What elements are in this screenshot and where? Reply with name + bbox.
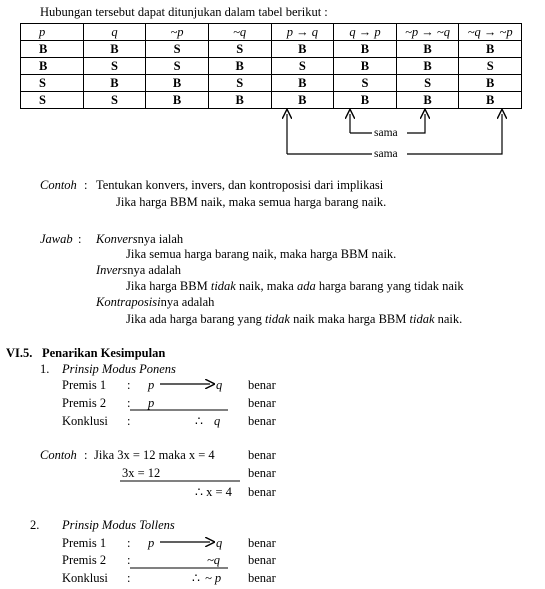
- contoh2-premise1: Jika 3x = 12 maka x = 4: [94, 448, 215, 462]
- status-text: benar: [248, 396, 276, 410]
- var-not-p: ~ p: [205, 571, 222, 585]
- colon: :: [127, 378, 131, 392]
- jawab-label: Jawab: [40, 232, 73, 246]
- truth-table: p q ~p ~q p → q q → p ~p → ~q ~q → ~p B …: [20, 23, 522, 109]
- table-cell: B: [395, 91, 460, 109]
- var-q: q: [216, 536, 223, 550]
- var-q: q: [216, 378, 223, 392]
- section-number: VI.5.: [6, 346, 33, 360]
- status-text: benar: [248, 378, 276, 392]
- contoh-line2: Jika harga BBM naik, maka semua harga ba…: [116, 195, 387, 209]
- equivalence-label: sama: [374, 127, 398, 139]
- intro-text: Hubungan tersebut dapat ditunjukan dalam…: [40, 5, 328, 19]
- var-p: p: [148, 378, 155, 392]
- status-text: benar: [248, 536, 276, 550]
- status-text: benar: [248, 466, 276, 480]
- table-cell: B: [270, 91, 335, 109]
- premis-label: Premis 2: [62, 553, 107, 567]
- section-title: Penarikan Kesimpulan: [42, 346, 166, 360]
- var-not-q: ~q: [207, 553, 221, 567]
- ponens-number: 1.: [40, 362, 50, 376]
- status-text: benar: [248, 553, 276, 567]
- header-cell: ~p → ~q: [395, 23, 460, 41]
- table-row: B S S B S B B S: [20, 57, 522, 75]
- var-p: p: [148, 396, 155, 410]
- table-cell: B: [333, 91, 397, 109]
- therefore-symbol: ∴: [192, 571, 200, 585]
- var-p: p: [148, 536, 155, 550]
- contoh-label: Contoh: [40, 178, 77, 192]
- colon: :: [127, 414, 131, 428]
- premis-label: Premis 1: [62, 378, 107, 392]
- konvers-text: Jika semua harga barang naik, maka harga…: [126, 247, 397, 261]
- table-row: S B B S B S S B: [20, 74, 522, 92]
- contoh-colon: :: [84, 178, 88, 192]
- colon: :: [127, 553, 131, 567]
- contoh2-premise2: 3x = 12: [122, 466, 161, 480]
- kontraposisi-heading: Kontraposisinya adalah: [96, 295, 215, 309]
- invers-heading: Inversnya adalah: [96, 263, 182, 277]
- invers-text: Jika harga BBM tidak naik, maka ada harg…: [126, 279, 464, 293]
- jawab-colon: :: [78, 232, 82, 246]
- equivalence-label: sama: [374, 148, 398, 160]
- status-text: benar: [248, 414, 276, 428]
- contoh-colon: :: [84, 448, 88, 462]
- therefore-symbol: ∴: [195, 414, 203, 428]
- status-text: benar: [248, 448, 276, 462]
- contoh-line1: Tentukan konvers, invers, dan kontroposi…: [96, 178, 384, 192]
- table-cell: S: [20, 91, 84, 109]
- contoh-label: Contoh: [40, 448, 77, 462]
- premis-label: Premis 2: [62, 396, 107, 410]
- kontraposisi-text: Jika ada harga barang yang tidak naik ma…: [126, 312, 463, 326]
- contoh2-conclusion: ∴ x = 4: [195, 485, 232, 499]
- konklusi-label: Konklusi: [62, 571, 108, 585]
- colon: :: [127, 571, 131, 585]
- colon: :: [127, 396, 131, 410]
- status-text: benar: [248, 571, 276, 585]
- var-q: q: [214, 414, 221, 428]
- status-text: benar: [248, 485, 276, 499]
- premis-label: Premis 1: [62, 536, 107, 550]
- table-cell: B: [458, 91, 522, 109]
- table-row: S S B B B B B B: [20, 91, 522, 109]
- konvers-heading: Konversnya ialah: [96, 232, 184, 246]
- colon: :: [127, 536, 131, 550]
- tollens-number: 2.: [30, 518, 40, 532]
- tollens-title: Prinsip Modus Tollens: [62, 518, 175, 532]
- konklusi-label: Konklusi: [62, 414, 108, 428]
- ponens-title: Prinsip Modus Ponens: [62, 362, 176, 376]
